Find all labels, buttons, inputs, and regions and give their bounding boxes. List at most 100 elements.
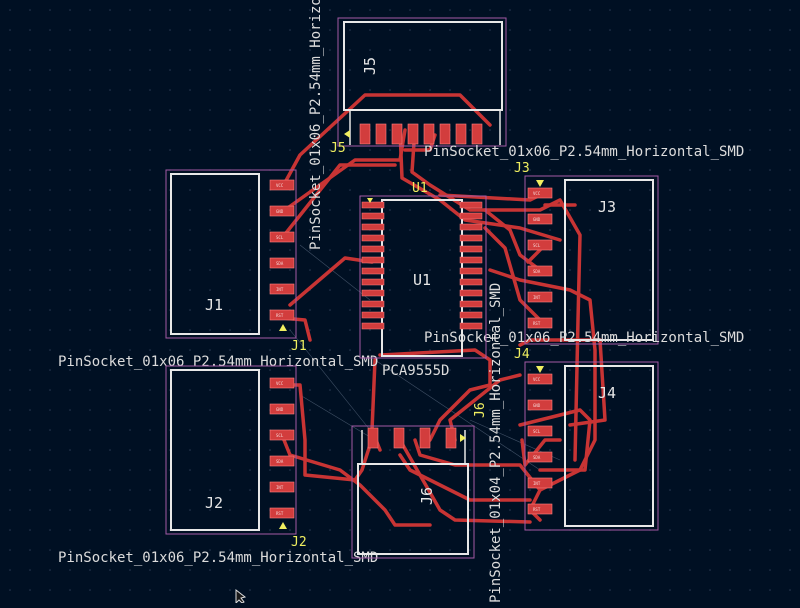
pad-1[interactable]	[367, 427, 379, 449]
pin-name: VCC	[533, 377, 541, 382]
u1-pads-left[interactable]	[361, 201, 385, 330]
pin-name: INT	[533, 295, 541, 300]
footprint-j2[interactable]: VCC GND SCL SDA INT RST J2 J2 PinSocket_…	[58, 365, 378, 566]
pad[interactable]	[455, 123, 467, 145]
footprint-j6[interactable]: J6 J6 PinSocket_01x04_P2.54mm_Horizontal…	[351, 283, 504, 603]
pin-name: VCC	[276, 183, 284, 188]
pad-2[interactable]	[269, 205, 295, 217]
pad-3[interactable]	[527, 425, 553, 437]
pad-6[interactable]	[527, 503, 553, 515]
courtyard	[524, 175, 659, 345]
pad[interactable]	[423, 123, 435, 145]
value-label: PinSocket_01x06_P2.54mm_Horizontal_SMD	[58, 550, 378, 566]
pad-2[interactable]	[269, 403, 295, 415]
pin-name: RST	[276, 313, 284, 318]
pad-5[interactable]	[527, 291, 553, 303]
ref-fab: J4	[598, 384, 616, 402]
pad-1[interactable]	[269, 179, 295, 191]
pin-name: RST	[533, 321, 541, 326]
pin-name: VCC	[533, 191, 541, 196]
ref-yellow: J2	[291, 535, 307, 550]
silkscreen-body	[170, 369, 260, 531]
pin-name: GND	[276, 407, 284, 412]
pad-3[interactable]	[527, 239, 553, 251]
value-label: PinSocket_01x06_P2.54mm_Horizontal_SMD	[424, 144, 744, 160]
pad[interactable]	[375, 123, 387, 145]
footprint-j1[interactable]: VCC GND SCL SDA INT RST J1 J1 PinSocket_…	[58, 169, 378, 370]
pin-name: SDA	[276, 261, 284, 266]
pin-name: SDA	[533, 269, 541, 274]
pad-4[interactable]	[527, 265, 553, 277]
footprint-j5[interactable]: J5 J5 PinSocket_01x06_P2.54mm_Horizontal…	[308, 0, 507, 250]
ref-yellow: J1	[291, 339, 307, 354]
courtyard	[359, 195, 487, 359]
value-label: PinSocket_01x06_P2.54mm_Horizontal_SMD	[424, 330, 744, 346]
pad[interactable]	[359, 123, 371, 145]
value-label: PinSocket_01x04_P2.54mm_Horizontal_SMD	[488, 283, 504, 603]
pin-name: SDA	[533, 455, 541, 460]
value-label: PinSocket_01x06_P2.54mm_Horizontal_SMD	[308, 0, 324, 250]
pin-name: SCL	[276, 433, 284, 438]
pad-6[interactable]	[269, 309, 295, 321]
silkscreen-body	[170, 173, 260, 335]
pad-3[interactable]	[419, 427, 431, 449]
pad-2[interactable]	[527, 399, 553, 411]
pad-4[interactable]	[527, 451, 553, 463]
pin1-marker	[344, 130, 350, 138]
pad-6[interactable]	[269, 507, 295, 519]
pin-name: SDA	[276, 459, 284, 464]
pin1-marker	[367, 198, 373, 203]
ref-fab: J6	[418, 487, 436, 505]
pad-5[interactable]	[269, 283, 295, 295]
footprint-j4[interactable]: VCC GND SCL SDA INT RST J4 J4 PinSocket_…	[424, 330, 744, 531]
pin-name: VCC	[276, 381, 284, 386]
pad-5[interactable]	[527, 477, 553, 489]
pin-name: INT	[533, 481, 541, 486]
courtyard	[524, 361, 659, 531]
pad-1[interactable]	[269, 377, 295, 389]
pin1-marker	[279, 324, 287, 331]
pad-4[interactable]	[269, 257, 295, 269]
pad-1[interactable]	[527, 373, 553, 385]
value-label: PCA9555D	[382, 363, 449, 379]
ref-yellow: J6	[473, 402, 488, 418]
pad-3[interactable]	[269, 429, 295, 441]
value-label: PinSocket_01x06_P2.54mm_Horizontal_SMD	[58, 354, 378, 370]
pad-4[interactable]	[445, 427, 457, 449]
silkscreen-body	[357, 463, 469, 555]
pin1-marker	[279, 522, 287, 529]
pin1-marker	[460, 434, 466, 442]
pad-2[interactable]	[527, 213, 553, 225]
pad[interactable]	[471, 123, 483, 145]
pin-name: GND	[276, 209, 284, 214]
pad[interactable]	[439, 123, 451, 145]
silkscreen-body	[381, 199, 463, 357]
pin-name: GND	[533, 217, 541, 222]
pad-6[interactable]	[527, 317, 553, 329]
pin-name: RST	[533, 507, 541, 512]
pad-1[interactable]	[527, 187, 553, 199]
ref-yellow: U1	[412, 181, 428, 196]
pin-name: INT	[276, 485, 284, 490]
ref-fab: J2	[205, 494, 223, 512]
footprint-j3[interactable]: VCC GND SCL SDA INT RST J3 J3 PinSocket_…	[424, 144, 744, 345]
pin-name: SCL	[533, 429, 541, 434]
pad[interactable]	[407, 123, 419, 145]
pad-3[interactable]	[269, 231, 295, 243]
silkscreen-body	[564, 179, 654, 341]
pad[interactable]	[391, 123, 403, 145]
pad-4[interactable]	[269, 455, 295, 467]
ref-fab: U1	[413, 271, 431, 289]
footprint-u1[interactable]: U1 U1 PCA9555D	[359, 181, 487, 379]
u1-pads-right[interactable]	[459, 201, 483, 330]
courtyard	[351, 425, 475, 559]
pad-2[interactable]	[393, 427, 405, 449]
pin-name: SCL	[276, 235, 284, 240]
courtyard	[165, 365, 297, 535]
pin1-marker	[536, 180, 544, 187]
silkscreen-body	[564, 365, 654, 527]
pin-name: RST	[276, 511, 284, 516]
pin1-marker	[536, 366, 544, 373]
pad-5[interactable]	[269, 481, 295, 493]
